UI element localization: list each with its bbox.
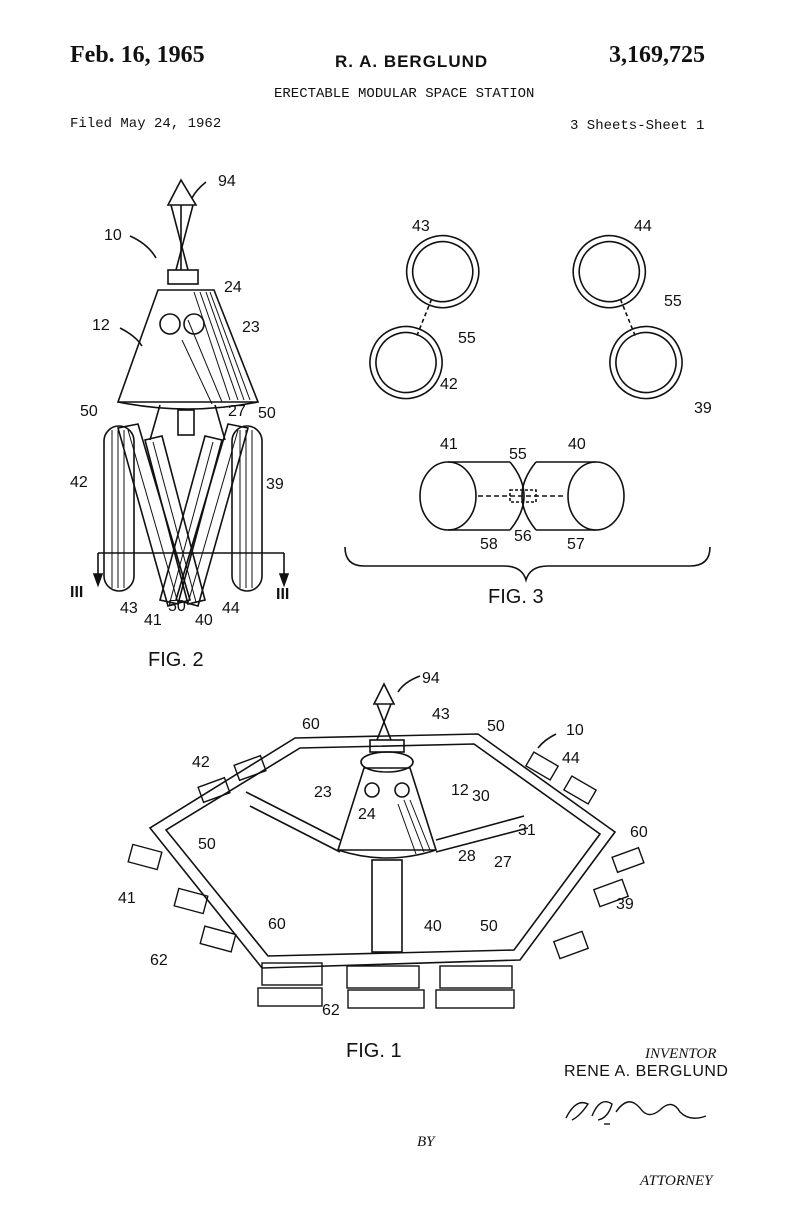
fig2-ref-94: 94 — [218, 173, 236, 190]
fig3-ref-40: 40 — [568, 436, 586, 453]
fig2-ref-42: 42 — [70, 474, 88, 491]
fig3-ref-44: 44 — [634, 218, 652, 235]
fig2-ref-39: 39 — [266, 476, 284, 493]
fig2-ref-12: 12 — [92, 317, 110, 334]
fig1-ref-62a: 62 — [150, 952, 168, 969]
inventor-name: RENE A. BERGLUND — [564, 1063, 729, 1080]
fig1-ref-50b: 50 — [198, 836, 216, 853]
fig2-drawing: 94 10 24 12 23 50 27 50 42 39 III III 43… — [70, 173, 289, 671]
fig3-ref-55a: 55 — [458, 330, 476, 347]
fig1-ref-41: 41 — [118, 890, 136, 907]
attorney-label: ATTORNEY — [640, 1173, 713, 1189]
fig2-section-left: III — [70, 584, 83, 601]
fig3-ref-58: 58 — [480, 536, 498, 553]
fig1-ref-50c: 50 — [480, 918, 498, 935]
fig1-ref-94: 94 — [422, 670, 440, 687]
inventor-header: R. A. BERGLUND — [335, 52, 489, 71]
inventor-label: INVENTOR — [645, 1046, 717, 1062]
fig2-ref-50: 50 — [80, 403, 98, 420]
fig1-ref-60b: 60 — [630, 824, 648, 841]
fig1-ref-40: 40 — [424, 918, 442, 935]
filed-date: Filed May 24, 1962 — [70, 116, 222, 132]
fig1-ref-12: 12 — [451, 782, 469, 799]
fig2-ref-44: 44 — [222, 600, 240, 617]
fig1-ref-44: 44 — [562, 750, 580, 767]
fig2-ref-50b: 50 — [258, 405, 276, 422]
fig1-ref-50a: 50 — [487, 718, 505, 735]
fig2-ref-10: 10 — [104, 227, 122, 244]
fig3-ref-56: 56 — [514, 528, 532, 545]
patent-number: 3,169,725 — [609, 42, 705, 68]
fig1-ref-30: 30 — [472, 788, 490, 805]
fig3-ref-41: 41 — [440, 436, 458, 453]
fig3-ref-39: 39 — [694, 400, 712, 417]
fig3-ref-42: 42 — [440, 376, 458, 393]
fig2-ref-40: 40 — [195, 612, 213, 629]
fig2-ref-43: 43 — [120, 600, 138, 617]
sheet-count: 3 Sheets-Sheet 1 — [570, 118, 705, 134]
fig2-ref-50c: 50 — [168, 598, 186, 615]
fig2-ref-23: 23 — [242, 319, 260, 336]
fig1-ref-60c: 60 — [268, 916, 286, 933]
fig1-ref-23: 23 — [314, 784, 332, 801]
fig1-ref-42: 42 — [192, 754, 210, 771]
fig2-caption: FIG. 2 — [148, 649, 204, 671]
fig1-ref-43: 43 — [432, 706, 450, 723]
signature-scribble — [565, 1101, 707, 1121]
fig1-ref-28: 28 — [458, 848, 476, 865]
fig1-drawing: 94 43 60 50 10 42 44 23 12 30 24 50 31 6… — [118, 670, 648, 1062]
fig3-ref-57: 57 — [567, 536, 585, 553]
fig3-ref-55c: 55 — [509, 446, 527, 463]
fig1-ref-27: 27 — [494, 854, 512, 871]
fig2-ref-27: 27 — [228, 403, 246, 420]
fig3-drawing: 43 44 55 55 42 39 41 55 40 58 56 57 FIG.… — [344, 218, 712, 608]
fig3-caption: FIG. 3 — [488, 586, 544, 608]
patent-title: ERECTABLE MODULAR SPACE STATION — [274, 86, 535, 102]
fig1-ref-60a: 60 — [302, 716, 320, 733]
fig3-ref-55b: 55 — [664, 293, 682, 310]
fig2-ref-24: 24 — [224, 279, 242, 296]
fig1-ref-62b: 62 — [322, 1002, 340, 1019]
by-label: BY — [417, 1134, 435, 1150]
fig2-ref-41: 41 — [144, 612, 162, 629]
fig1-ref-39: 39 — [616, 896, 634, 913]
fig1-ref-24: 24 — [358, 806, 376, 823]
patent-date: Feb. 16, 1965 — [70, 42, 205, 68]
fig1-ref-10: 10 — [566, 722, 584, 739]
fig1-caption: FIG. 1 — [346, 1040, 402, 1062]
fig1-ref-31: 31 — [518, 822, 536, 839]
fig3-ref-43: 43 — [412, 218, 430, 235]
fig2-section-right: III — [276, 586, 289, 603]
